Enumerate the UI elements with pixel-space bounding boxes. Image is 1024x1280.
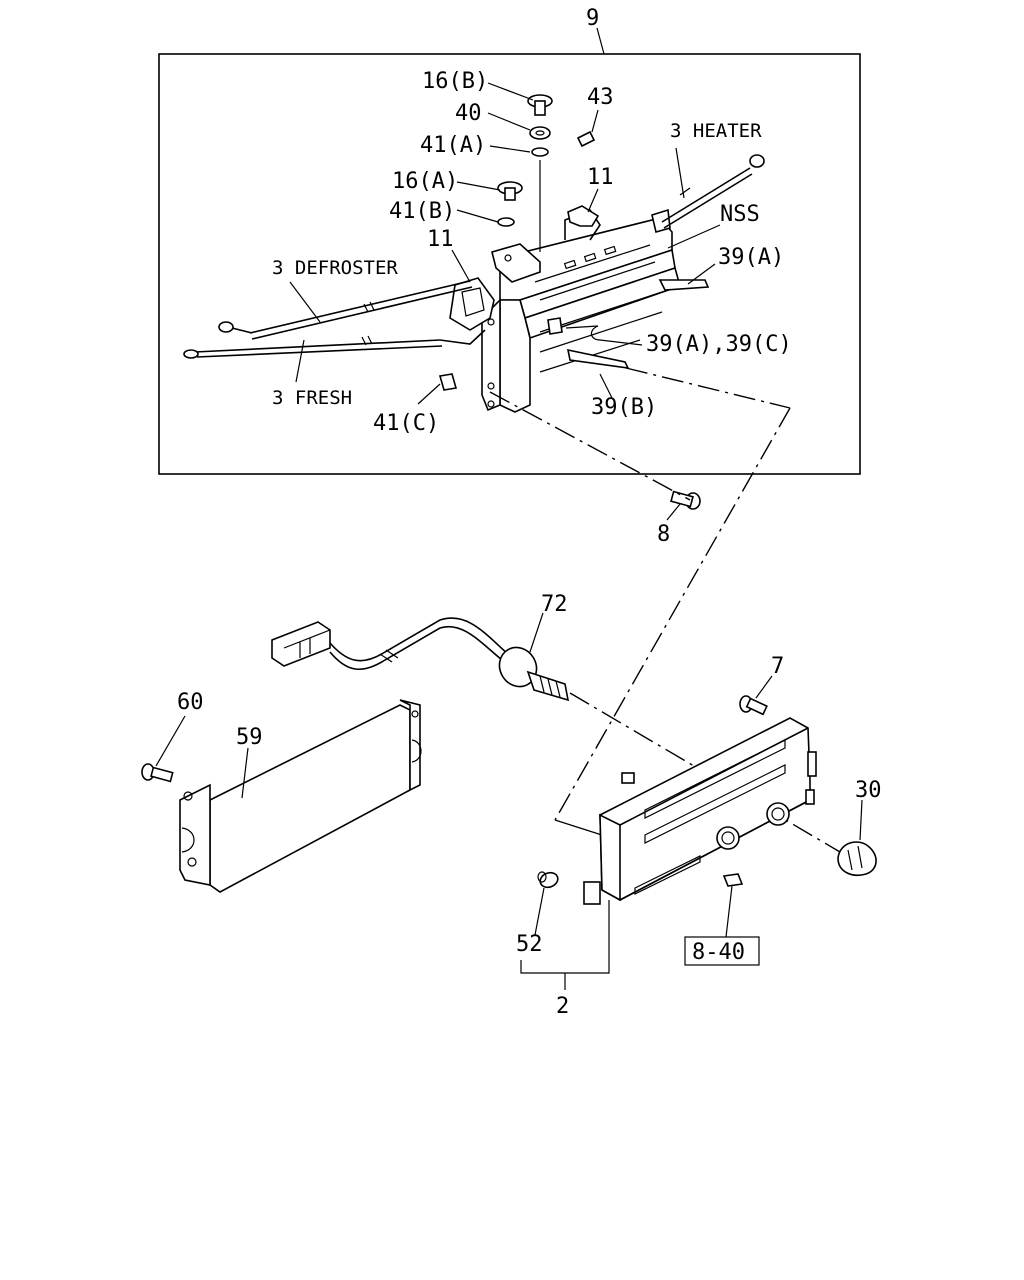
callout-2[interactable]: 2	[556, 994, 569, 1019]
callout-72[interactable]: 72	[541, 592, 568, 617]
callout-7[interactable]: 7	[771, 654, 784, 679]
callout-3-fresh[interactable]: 3 FRESH	[272, 387, 352, 409]
callout-16b[interactable]: 16(B)	[422, 69, 488, 94]
callout-41a[interactable]: 41(A)	[420, 133, 486, 158]
callout-60[interactable]: 60	[177, 690, 204, 715]
bulb-52	[537, 871, 559, 889]
washer-40	[529, 126, 551, 140]
clip-43	[576, 130, 596, 148]
bolt-16b	[527, 94, 553, 116]
wiring-harness-72	[271, 617, 570, 702]
callout-59[interactable]: 59	[236, 725, 263, 750]
callout-52[interactable]: 52	[516, 932, 543, 957]
callout-3-defroster[interactable]: 3 DEFROSTER	[272, 257, 398, 279]
callout-39a[interactable]: 39(A)	[718, 245, 784, 270]
fresh-cable	[183, 329, 486, 359]
defroster-cable	[218, 280, 473, 340]
washer-41b	[497, 217, 515, 227]
knob-30	[837, 841, 877, 876]
callout-8-40[interactable]: 8-40	[692, 940, 745, 965]
clip-41c	[438, 373, 458, 391]
control-mechanism-bracket	[449, 205, 710, 413]
callout-9[interactable]: 9	[586, 6, 599, 31]
callout-3-heater[interactable]: 3 HEATER	[670, 120, 762, 142]
callout-16a[interactable]: 16(A)	[392, 169, 458, 194]
callout-39a-39c[interactable]: 39(A),39(C)	[646, 332, 792, 357]
heater-cable	[661, 154, 765, 229]
mounting-bracket-59	[179, 699, 422, 893]
ref-box-8-40	[684, 936, 760, 966]
assembly-9-box	[158, 53, 861, 475]
washer-41a	[531, 147, 549, 157]
callout-40[interactable]: 40	[455, 101, 482, 126]
heater-control-panel	[583, 717, 817, 905]
callout-11-upper[interactable]: 11	[587, 165, 614, 190]
leader-lines	[155, 82, 863, 990]
bolt-16a	[497, 181, 523, 201]
callout-41c[interactable]: 41(C)	[373, 411, 439, 436]
callout-8[interactable]: 8	[657, 522, 670, 547]
callout-43[interactable]: 43	[587, 85, 614, 110]
screw-8	[670, 490, 701, 510]
callout-41b[interactable]: 41(B)	[389, 199, 455, 224]
callout-30[interactable]: 30	[855, 778, 882, 803]
callout-39b[interactable]: 39(B)	[591, 395, 657, 420]
callout-11-left[interactable]: 11	[427, 227, 454, 252]
callout-nss[interactable]: NSS	[720, 202, 760, 227]
screw-60	[141, 763, 174, 783]
screw-7	[739, 695, 768, 716]
